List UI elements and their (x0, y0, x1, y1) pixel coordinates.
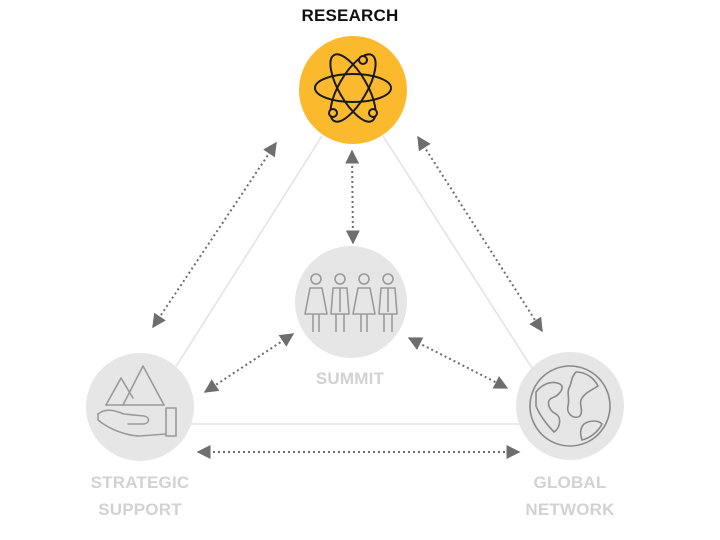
triangle-edge-right (382, 135, 533, 369)
triangle-edge-left (174, 135, 323, 369)
global-network-label: GLOBAL NETWORK (490, 469, 650, 523)
strategic-support-label: STRATEGIC SUPPORT (60, 469, 220, 523)
strategic-support-circle (86, 353, 194, 461)
global-network-label-line2: NETWORK (525, 500, 615, 519)
strategic-support-label-line1: STRATEGIC (90, 473, 190, 492)
arrow-summit-global (407, 337, 509, 389)
node-global-network (516, 352, 624, 460)
globe-icon (529, 365, 611, 447)
research-circle (299, 36, 407, 144)
global-network-label-line1: GLOBAL (533, 473, 607, 492)
people-group-icon (304, 273, 398, 332)
summit-circle (295, 246, 407, 358)
global-network-circle (516, 352, 624, 460)
arrow-research-strategic (152, 141, 277, 329)
node-strategic-support (86, 353, 194, 461)
connections (152, 135, 543, 459)
node-summit (295, 246, 407, 358)
hand-mountains-icon (97, 365, 177, 437)
node-research (299, 36, 407, 144)
arrow-research-summit (345, 149, 360, 245)
arrow-research-global (417, 135, 543, 333)
atom-icon (314, 53, 392, 123)
strategic-support-label-line2: SUPPORT (98, 500, 182, 519)
research-label: RESEARCH (301, 6, 399, 25)
summit-label: SUMMIT (315, 369, 385, 388)
